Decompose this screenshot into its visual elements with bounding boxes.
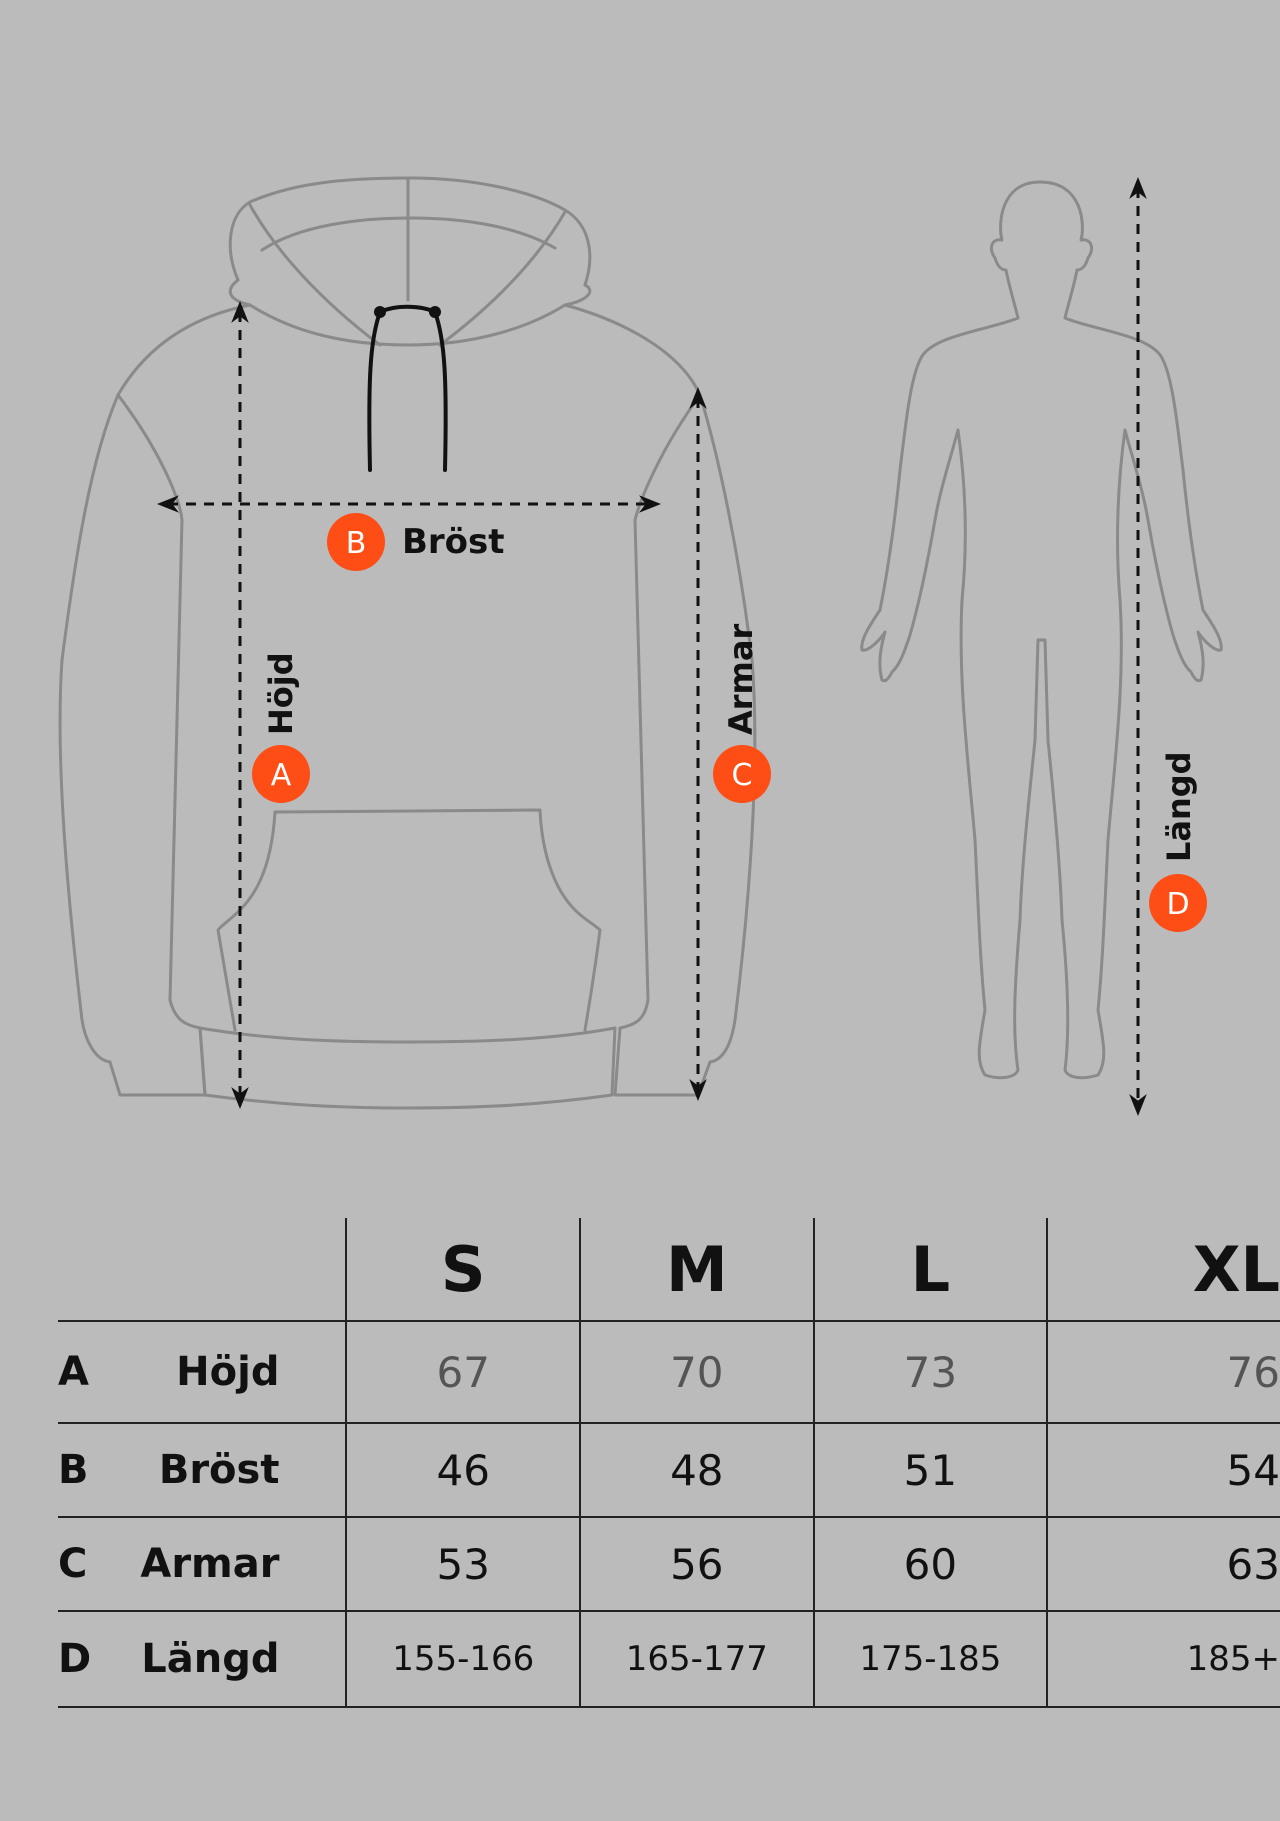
row-label: D Längd [58, 1611, 348, 1708]
row-label: C Armar [58, 1517, 348, 1612]
svg-text:A: A [271, 758, 292, 793]
table-row-langd: D Längd 155-166 165-177 175-185 185+ [58, 1611, 1280, 1708]
size-header-row: S M L XL [58, 1218, 1280, 1322]
label-langd: Längd [1160, 751, 1198, 862]
hoodie-illustration [58, 176, 757, 1110]
badge-b: B [327, 513, 385, 571]
cell-value: 185+ [1047, 1611, 1280, 1708]
size-header-l: L [813, 1218, 1049, 1322]
row-name: Bröst [158, 1447, 280, 1493]
drawstrings [367, 304, 448, 472]
label-armar: Armar [722, 624, 760, 735]
cell-value: 175-185 [813, 1611, 1049, 1708]
cell-value: 56 [580, 1517, 815, 1612]
size-header-m: M [580, 1218, 815, 1322]
table-row-brost: B Bröst 46 48 51 54 [58, 1423, 1280, 1518]
table-corner [58, 1218, 348, 1322]
cell-value: 70 [580, 1321, 815, 1424]
svg-text:D: D [1166, 887, 1189, 922]
cell-value: 60 [813, 1517, 1049, 1612]
row-label: A Höjd [58, 1321, 348, 1424]
row-name: Armar [140, 1541, 280, 1587]
badge-c: C [713, 745, 771, 803]
row-letter: A [58, 1349, 89, 1395]
cell-value: 46 [346, 1423, 582, 1518]
cell-value: 54 [1047, 1423, 1280, 1518]
svg-text:B: B [346, 526, 367, 561]
badge-d: D [1149, 874, 1207, 932]
cell-value: 63 [1047, 1517, 1280, 1612]
row-letter: B [58, 1447, 89, 1493]
cell-value: 165-177 [580, 1611, 815, 1708]
svg-text:C: C [732, 758, 753, 793]
size-table: S M L XL A Höjd 67 70 73 76 B Bröst 46 4… [58, 1218, 1280, 1708]
table-row-hojd: A Höjd 67 70 73 76 [58, 1321, 1280, 1424]
measurement-arrows [157, 177, 1147, 1116]
cell-value: 67 [346, 1321, 582, 1424]
label-hojd: Höjd [262, 652, 300, 735]
size-header-s: S [346, 1218, 582, 1322]
row-label: B Bröst [58, 1423, 348, 1518]
body-illustration [860, 180, 1223, 1080]
size-header-xl: XL [1047, 1218, 1280, 1322]
cell-value: 51 [813, 1423, 1049, 1518]
table-row-armar: C Armar 53 56 60 63 [58, 1517, 1280, 1612]
row-name: Höjd [176, 1349, 280, 1395]
row-letter: C [58, 1541, 88, 1587]
cell-value: 53 [346, 1517, 582, 1612]
row-name: Längd [141, 1636, 280, 1682]
label-brost: Bröst [402, 522, 505, 562]
row-letter: D [58, 1636, 92, 1682]
cell-value: 76 [1047, 1321, 1280, 1424]
cell-value: 73 [813, 1321, 1049, 1424]
cell-value: 48 [580, 1423, 815, 1518]
badge-a: A [252, 745, 310, 803]
cell-value: 155-166 [346, 1611, 582, 1708]
measurement-diagram: A Höjd B Bröst C Armar D Längd [58, 176, 1223, 1116]
